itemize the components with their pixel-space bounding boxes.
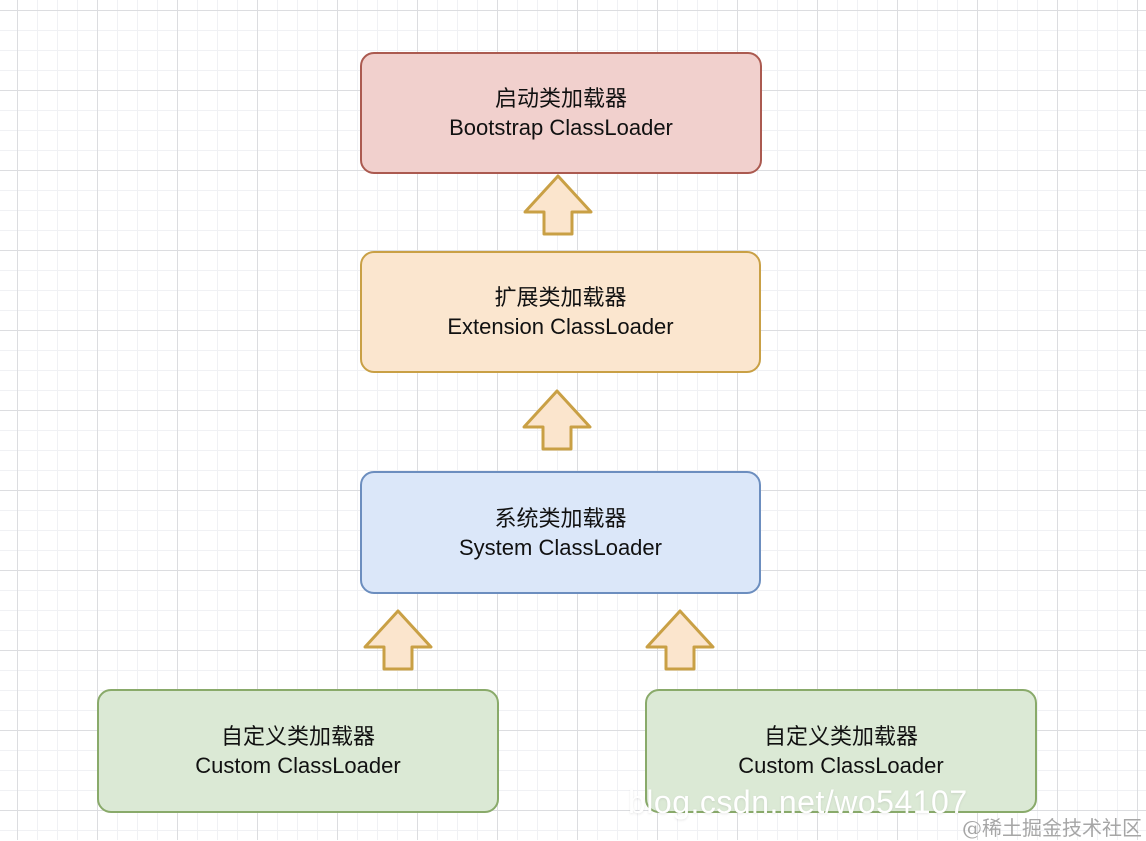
up-arrow-icon [523,174,593,236]
node-label-en: Custom ClassLoader [738,753,944,778]
node-custom-classloader-left: 自定义类加载器 Custom ClassLoader [97,689,499,813]
node-label-zh: 自定义类加载器 [763,724,918,749]
node-bootstrap-classloader: 启动类加载器 Bootstrap ClassLoader [360,52,762,174]
node-label-en: Bootstrap ClassLoader [449,115,673,140]
up-arrow-icon [363,609,433,671]
node-label-zh: 系统类加载器 [494,505,627,531]
node-label-en: Custom ClassLoader [195,753,401,778]
node-label-zh: 自定义类加载器 [220,724,375,749]
node-label-zh: 启动类加载器 [494,86,627,111]
juejin-credit-watermark: @稀土掘金技术社区 [962,816,1142,840]
up-arrow-icon [522,389,592,451]
node-label-en: System ClassLoader [459,534,662,560]
node-extension-classloader: 扩展类加载器 Extension ClassLoader [360,251,761,373]
up-arrow-icon [645,609,715,671]
node-system-classloader: 系统类加载器 System ClassLoader [360,471,761,594]
node-label-zh: 扩展类加载器 [494,285,627,310]
node-label-en: Extension ClassLoader [447,314,674,339]
node-custom-classloader-right: 自定义类加载器 Custom ClassLoader [645,689,1037,813]
